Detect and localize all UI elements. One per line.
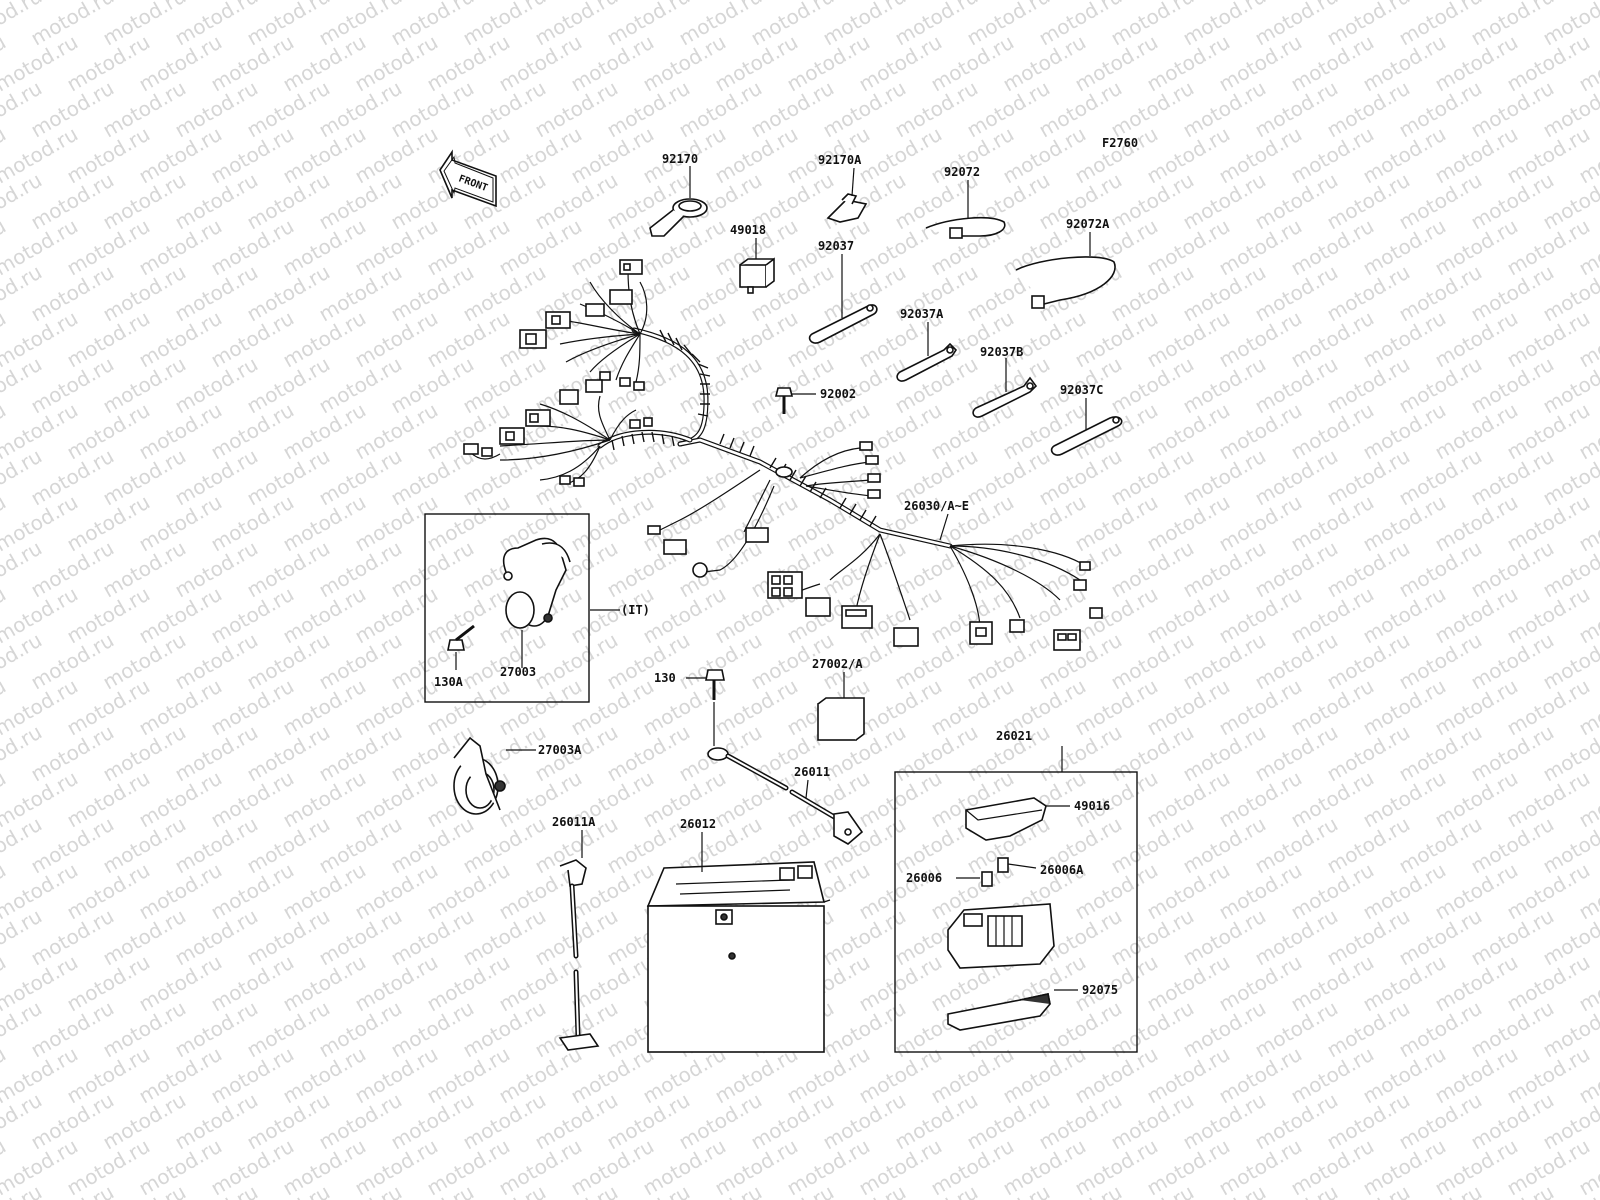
- label-49018: 49018: [730, 223, 766, 237]
- label-92037C: 92037C: [1060, 383, 1103, 397]
- inset-note: (IT): [621, 603, 650, 617]
- label-26030: 26030/A~E: [904, 499, 969, 513]
- label-92037: 92037: [818, 239, 854, 253]
- part-92072A-band: [1015, 232, 1116, 309]
- part-27003A-horn: [453, 736, 536, 815]
- label-92037A: 92037A: [900, 307, 944, 321]
- label-27002: 27002/A: [812, 657, 863, 671]
- label-92072: 92072: [944, 165, 980, 179]
- label-92037B: 92037B: [980, 345, 1023, 359]
- part-26011-lead: [707, 747, 864, 845]
- part-26011A-lead: [558, 830, 600, 1051]
- label-49016: 49016: [1074, 799, 1110, 813]
- part-92037C-strip: [1050, 398, 1123, 456]
- figure-code: F2760: [1102, 136, 1138, 150]
- label-130A: 130A: [434, 675, 464, 689]
- part-49018-relay: [739, 238, 775, 294]
- label-26021: 26021: [996, 729, 1032, 743]
- front-arrow-icon: FRONT: [439, 149, 497, 208]
- part-92170-clamp: [649, 166, 708, 237]
- label-26011A: 26011A: [552, 815, 596, 829]
- label-27003A: 27003A: [538, 743, 582, 757]
- fuse-box-inset: [894, 746, 1138, 1053]
- part-130-bolt: [686, 669, 725, 746]
- label-92072A: 92072A: [1066, 217, 1110, 231]
- label-130: 130: [654, 671, 676, 685]
- part-92037-strip: [808, 254, 878, 344]
- part-26012-battery: [646, 832, 831, 1053]
- part-92037B-strip: [972, 358, 1038, 418]
- part-27002-flasher: [817, 672, 865, 741]
- inset-box: [424, 513, 620, 703]
- label-92170: 92170: [662, 152, 698, 166]
- label-92002: 92002: [820, 387, 856, 401]
- part-92002-bolt: [774, 387, 816, 414]
- label-26012: 26012: [680, 817, 716, 831]
- label-92075: 92075: [1082, 983, 1118, 997]
- label-92170A: 92170A: [818, 153, 862, 167]
- label-26006A: 26006A: [1040, 863, 1084, 877]
- label-27003: 27003: [500, 665, 536, 679]
- part-92072-band: [925, 180, 1006, 239]
- label-26006: 26006: [906, 871, 942, 885]
- part-26030-wiring-harness: [463, 259, 1103, 651]
- part-92037A-strip: [896, 322, 958, 382]
- watermark-text: motod.ru: [1575, 0, 1600, 4]
- part-92170A-clamp: [826, 167, 868, 223]
- label-26011: 26011: [794, 765, 830, 779]
